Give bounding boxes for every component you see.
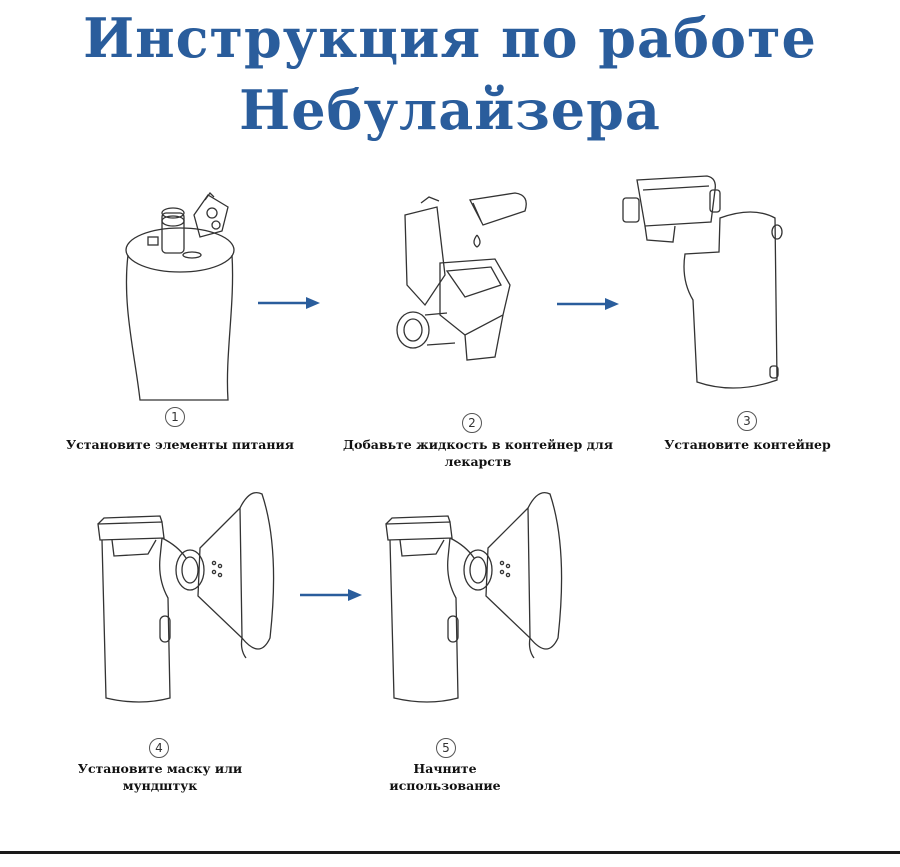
step-4-caption-line-2: мундштук xyxy=(40,777,280,794)
step-2-caption-line-2: лекарств xyxy=(318,453,638,470)
page-title: Инструкция по работе xyxy=(0,8,900,68)
bottom-divider xyxy=(0,851,900,854)
arrow-right-icon xyxy=(258,295,322,311)
arrow-right-icon xyxy=(300,587,364,603)
nebulizer-ready-icon xyxy=(378,488,583,708)
step-5-number: 5 xyxy=(436,738,456,758)
fill-medicine-container-icon xyxy=(385,185,545,370)
step-5-caption-line-2: использование xyxy=(345,777,545,794)
step-1-number: 1 xyxy=(165,407,185,427)
attach-mask-icon xyxy=(90,488,295,708)
step-4-caption-line-1: Установите маску или xyxy=(40,760,280,777)
step-3-number: 3 xyxy=(737,411,757,431)
step-3-caption: Установите контейнер xyxy=(640,436,855,453)
page-subtitle: Небулайзера xyxy=(0,80,900,140)
attach-container-icon xyxy=(615,170,795,400)
step-2-caption-line-1: Добавьте жидкость в контейнер для xyxy=(318,436,638,453)
arrow-right-icon xyxy=(557,296,621,312)
step-1-caption: Установите элементы питания xyxy=(40,436,320,453)
step-4-number: 4 xyxy=(149,738,169,758)
battery-compartment-icon xyxy=(110,185,260,405)
step-5-caption-line-1: Начните xyxy=(345,760,545,777)
step-2-number: 2 xyxy=(462,413,482,433)
